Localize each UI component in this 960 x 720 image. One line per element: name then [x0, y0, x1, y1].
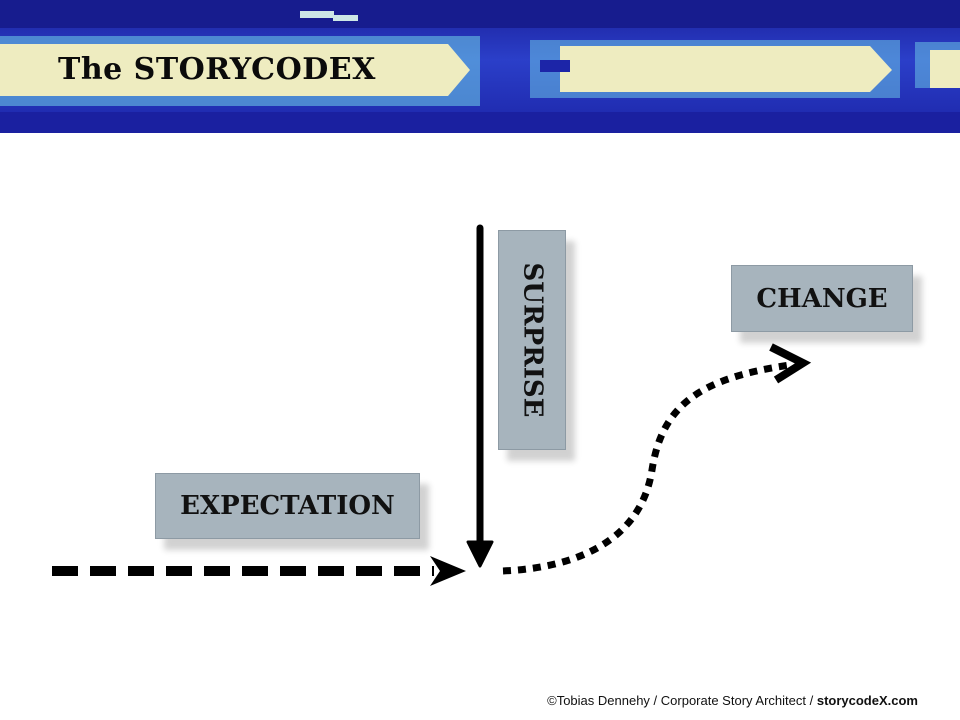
- copyright-text: ©Tobias Dennehy / Corporate Story Archit…: [547, 693, 817, 708]
- surprise-arrowhead: [466, 540, 494, 568]
- change-label: CHANGE: [731, 265, 913, 332]
- change-arrowhead: [769, 343, 812, 384]
- banner-background: [0, 0, 960, 133]
- change-arrow-path: [502, 361, 791, 575]
- brand-title: The STORYCODEX: [58, 52, 376, 87]
- header-banner: The STORYCODEX: [0, 0, 960, 133]
- story-diagram: [52, 224, 812, 586]
- expectation-label: EXPECTATION: [155, 473, 420, 539]
- site-name: storycodeX.com: [816, 693, 918, 708]
- surprise-label: SURPRISE: [498, 230, 566, 450]
- surprise-label-text: SURPRISE: [517, 262, 548, 418]
- copyright-footer: ©Tobias Dennehy / Corporate Story Archit…: [547, 693, 918, 708]
- expectation-arrowhead: [430, 556, 466, 586]
